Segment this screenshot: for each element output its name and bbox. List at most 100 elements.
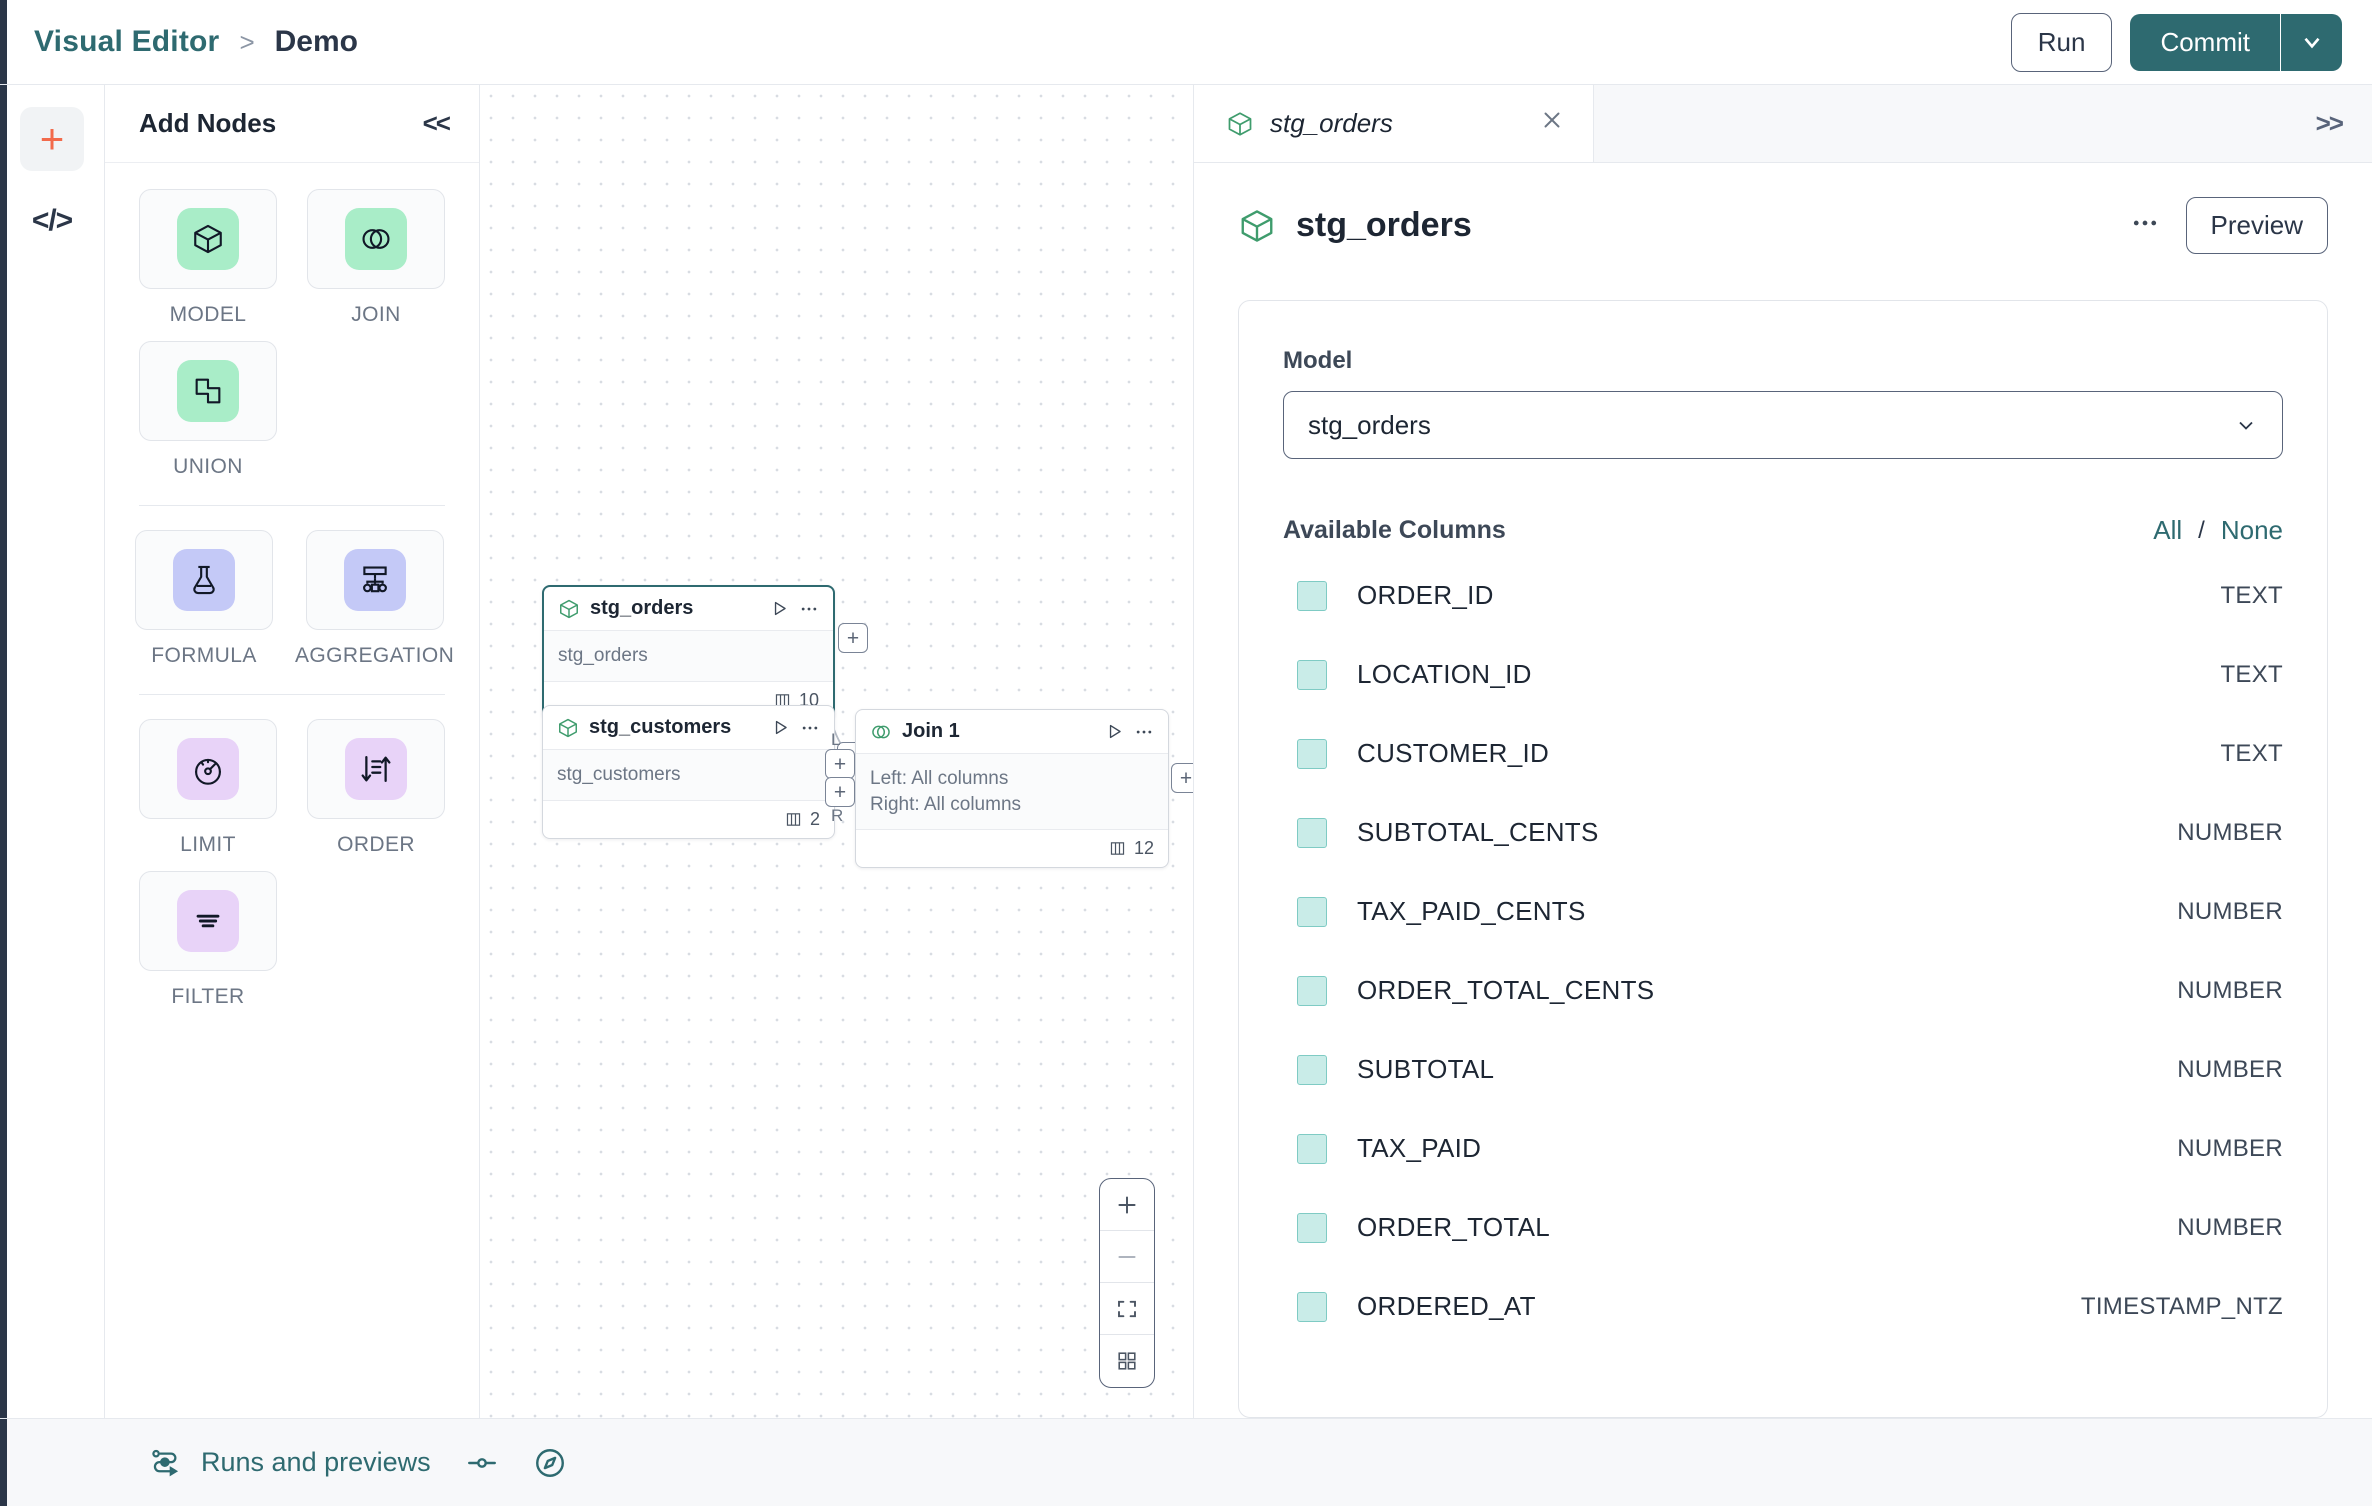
node-type-union-card[interactable] (139, 341, 277, 441)
commit-dropdown-button[interactable] (2280, 13, 2342, 71)
node-type-join-card[interactable] (307, 189, 445, 289)
ellipsis-icon[interactable] (2130, 208, 2160, 244)
node-output-handle[interactable]: + (838, 623, 868, 653)
column-checkbox[interactable] (1297, 975, 1327, 1006)
breadcrumb-root[interactable]: Visual Editor (34, 25, 220, 58)
column-name: LOCATION_ID (1357, 659, 1532, 689)
node-type-order-card[interactable] (307, 719, 445, 819)
node-type-filter-card[interactable] (139, 871, 277, 971)
chevron-double-right-icon[interactable]: >> (2315, 108, 2344, 138)
add-node-rail-button[interactable]: + (20, 107, 84, 171)
select-all-link[interactable]: All (2153, 515, 2183, 545)
plus-icon (1118, 1195, 1136, 1214)
filter-icon (196, 914, 220, 928)
column-row[interactable]: ORDER_TOTAL_CENTS NUMBER (1283, 951, 2283, 1030)
column-row[interactable]: TAX_PAID NUMBER (1283, 1109, 2283, 1188)
node-type-limit-card[interactable] (139, 719, 277, 819)
node-type-formula-card[interactable] (135, 530, 273, 630)
column-checkbox[interactable] (1297, 659, 1327, 690)
ellipsis-icon[interactable] (1134, 722, 1154, 742)
column-checkbox[interactable] (1297, 738, 1327, 769)
column-row[interactable]: SUBTOTAL NUMBER (1283, 1030, 2283, 1109)
canvas-node-footer: 2 (543, 801, 834, 838)
join-right-columns: Right: All columns (870, 793, 1022, 815)
fit-view-button[interactable] (1100, 1283, 1154, 1335)
zoom-out-button[interactable] (1100, 1231, 1154, 1283)
commit-button-group: Commit (2130, 13, 2342, 71)
join-right-handle-label: R (831, 806, 844, 825)
venn-circles-icon (362, 229, 390, 249)
panel-header-actions: Preview (2130, 197, 2328, 254)
column-checkbox[interactable] (1297, 1291, 1327, 1322)
node-type-order[interactable]: ORDER (303, 719, 449, 857)
canvas-node-stg-orders[interactable]: stg_orders stg_orders (542, 585, 868, 721)
flask-icon (193, 565, 215, 595)
column-row[interactable]: LOCATION_ID TEXT (1283, 635, 2283, 714)
column-type: TEXT (2220, 660, 2283, 688)
node-type-model[interactable]: MODEL (135, 189, 281, 327)
canvas-node-body: Left: All columns Right: All columns (856, 754, 1168, 831)
node-type-aggregation-label: AGGREGATION (295, 644, 455, 667)
chevron-down-icon (2239, 421, 2253, 430)
column-checkbox[interactable] (1297, 1054, 1327, 1085)
panel-tab-label: stg_orders (1270, 108, 1393, 138)
canvas-node-column-count: 10 (798, 689, 819, 710)
runs-and-previews-button[interactable]: Runs and previews (149, 1446, 431, 1480)
play-icon[interactable] (1105, 722, 1124, 741)
union-icon-chip (177, 360, 239, 422)
play-icon[interactable] (770, 599, 789, 618)
lineage-toggle-button[interactable] (465, 1446, 499, 1480)
node-type-aggregation-card[interactable] (305, 530, 444, 630)
panel-tab-stg-orders[interactable]: stg_orders (1194, 85, 1594, 162)
canvas-node-join-1[interactable]: Join 1 Left: All columns Right: All colu… (825, 709, 1193, 869)
breadcrumb-current: Demo (274, 25, 358, 58)
column-row[interactable]: TAX_PAID_CENTS NUMBER (1283, 872, 2283, 951)
ellipsis-icon[interactable] (799, 599, 819, 619)
column-checkbox[interactable] (1297, 1212, 1327, 1243)
node-type-join[interactable]: JOIN (303, 189, 449, 327)
flow-canvas[interactable]: stg_orders stg_orders (480, 85, 1194, 1418)
column-checkbox[interactable] (1297, 580, 1327, 611)
ellipsis-icon[interactable] (800, 718, 820, 738)
bottom-bar-actions: Runs and previews (149, 1446, 567, 1480)
join-right-input-handle[interactable]: + (825, 777, 855, 807)
model-select[interactable]: stg_orders (1283, 391, 2283, 459)
column-type: NUMBER (2177, 1134, 2283, 1162)
play-icon[interactable] (771, 718, 790, 737)
panel-config-card: Model stg_orders Available Columns All /… (1238, 300, 2328, 1418)
select-separator: / (2198, 516, 2205, 544)
commit-button[interactable]: Commit (2130, 13, 2280, 71)
toggle-interactivity-button[interactable] (1100, 1335, 1154, 1387)
column-row[interactable]: CUSTOMER_ID TEXT (1283, 714, 2283, 793)
preview-button[interactable]: Preview (2185, 197, 2328, 254)
select-none-link[interactable]: None (2220, 515, 2283, 545)
run-button[interactable]: Run (2010, 12, 2113, 72)
column-row[interactable]: SUBTOTAL_CENTS NUMBER (1283, 793, 2283, 872)
node-type-aggregation[interactable]: AGGREGATION (295, 530, 454, 668)
column-row[interactable]: ORDER_TOTAL NUMBER (1283, 1188, 2283, 1267)
node-type-formula[interactable]: FORMULA (135, 530, 273, 668)
chevron-double-left-icon[interactable]: << (422, 108, 451, 138)
node-type-union[interactable]: UNION (135, 341, 281, 479)
node-type-filter[interactable]: FILTER (135, 871, 281, 1009)
node-type-model-card[interactable] (139, 189, 277, 289)
canvas-node-stg-customers[interactable]: stg_customers stg_customers (542, 705, 867, 839)
venn-circles-icon (872, 725, 890, 738)
column-checkbox[interactable] (1297, 1133, 1327, 1164)
close-icon[interactable] (1539, 107, 1565, 140)
code-view-rail-button[interactable]: </> (20, 189, 84, 253)
model-icon-chip (177, 208, 239, 270)
formula-icon-chip (173, 549, 235, 611)
zoom-in-button[interactable] (1100, 1179, 1154, 1231)
node-type-model-label: MODEL (169, 303, 247, 326)
node-output-handle[interactable]: + (1171, 763, 1193, 793)
node-group-divider-2 (139, 694, 445, 695)
join-left-input-handle[interactable]: + (825, 749, 855, 779)
node-type-limit[interactable]: LIMIT (135, 719, 281, 857)
explore-button[interactable] (533, 1446, 567, 1480)
column-checkbox[interactable] (1297, 896, 1327, 927)
column-row[interactable]: ORDER_ID TEXT (1283, 556, 2283, 635)
column-checkbox[interactable] (1297, 817, 1327, 848)
column-type: NUMBER (2177, 1213, 2283, 1241)
column-row[interactable]: ORDERED_AT TIMESTAMP_NTZ (1283, 1267, 2283, 1346)
